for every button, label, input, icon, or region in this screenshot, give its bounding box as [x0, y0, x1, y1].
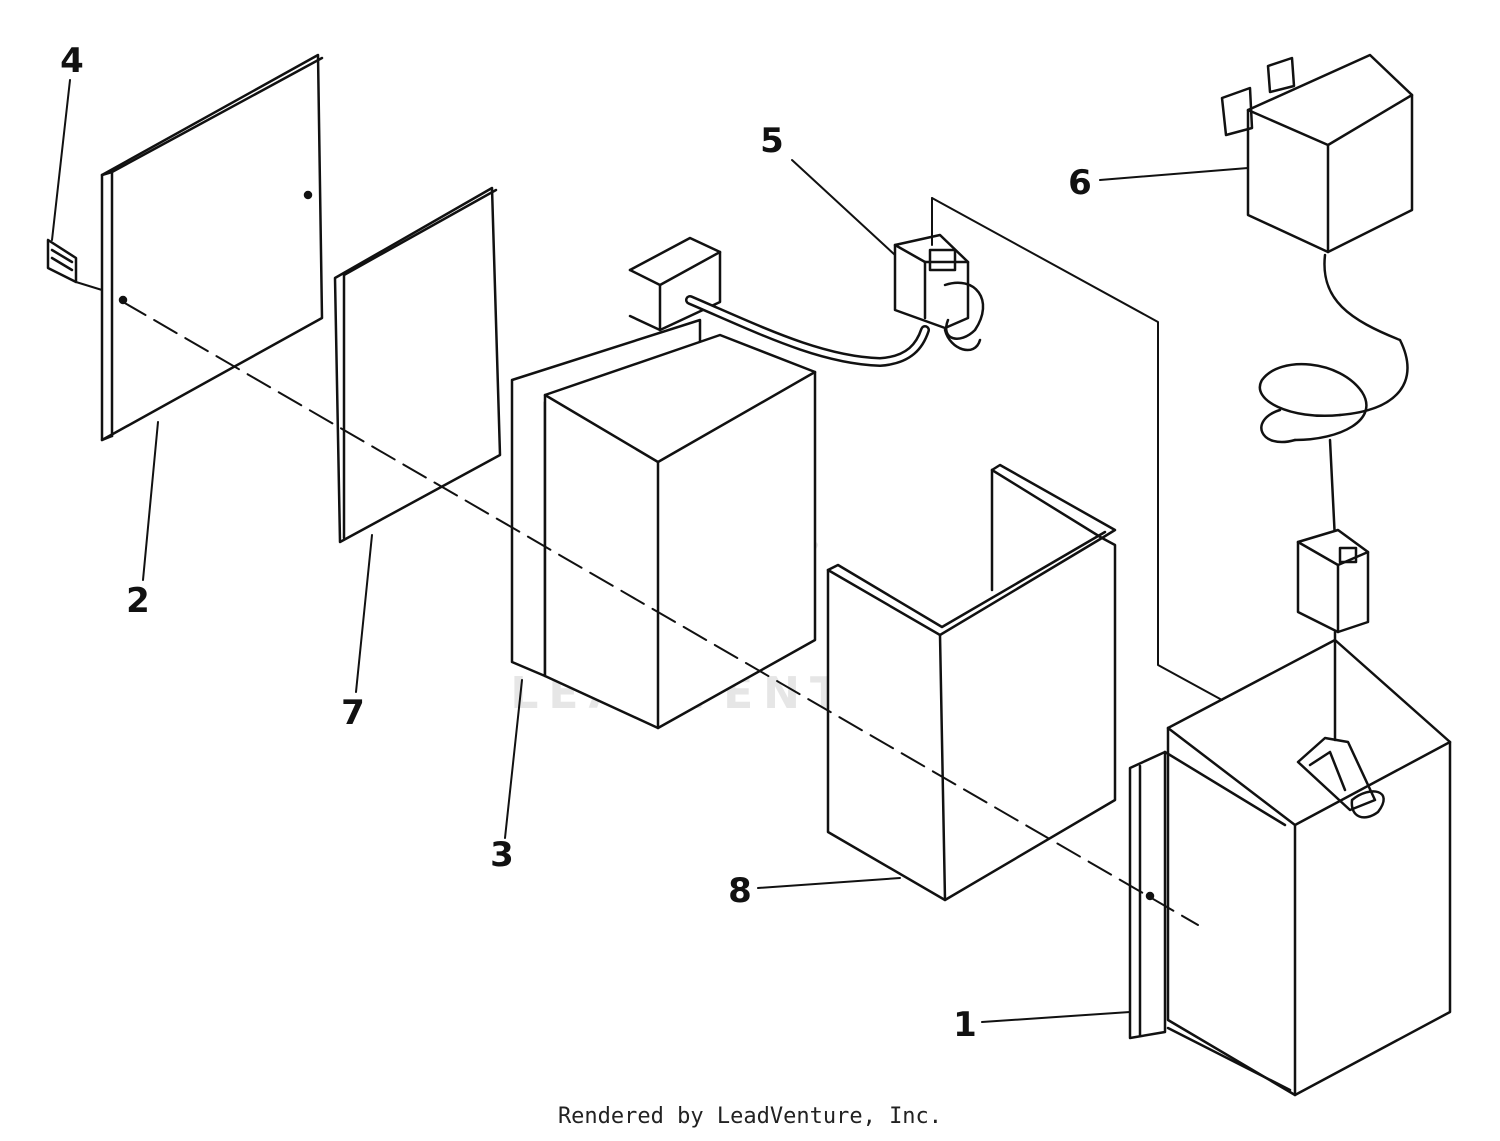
callout-3: 3 — [490, 835, 514, 875]
footer-credit: Rendered by LeadVenture, Inc. — [557, 1104, 943, 1129]
part-6-charger — [1220, 53, 1414, 742]
part-4-screw — [46, 238, 78, 284]
part-2-front-plate — [100, 53, 324, 442]
callout-8: 8 — [728, 871, 752, 911]
callout-6: 6 — [1068, 163, 1092, 203]
part-5-connector — [893, 233, 985, 352]
leader-lines — [51, 79, 1249, 1023]
part-8-sleeve — [826, 463, 1117, 902]
callout-1: 1 — [953, 1005, 977, 1045]
part-1-enclosure — [1128, 638, 1452, 1097]
assembly-axis — [122, 301, 1199, 926]
part-3-battery — [510, 236, 930, 730]
callout-7: 7 — [341, 693, 365, 733]
ground-wire — [931, 197, 1223, 701]
callout-2: 2 — [126, 581, 150, 621]
part-7-pad — [333, 186, 502, 544]
callout-5: 5 — [760, 121, 784, 161]
callout-4: 4 — [60, 41, 84, 81]
